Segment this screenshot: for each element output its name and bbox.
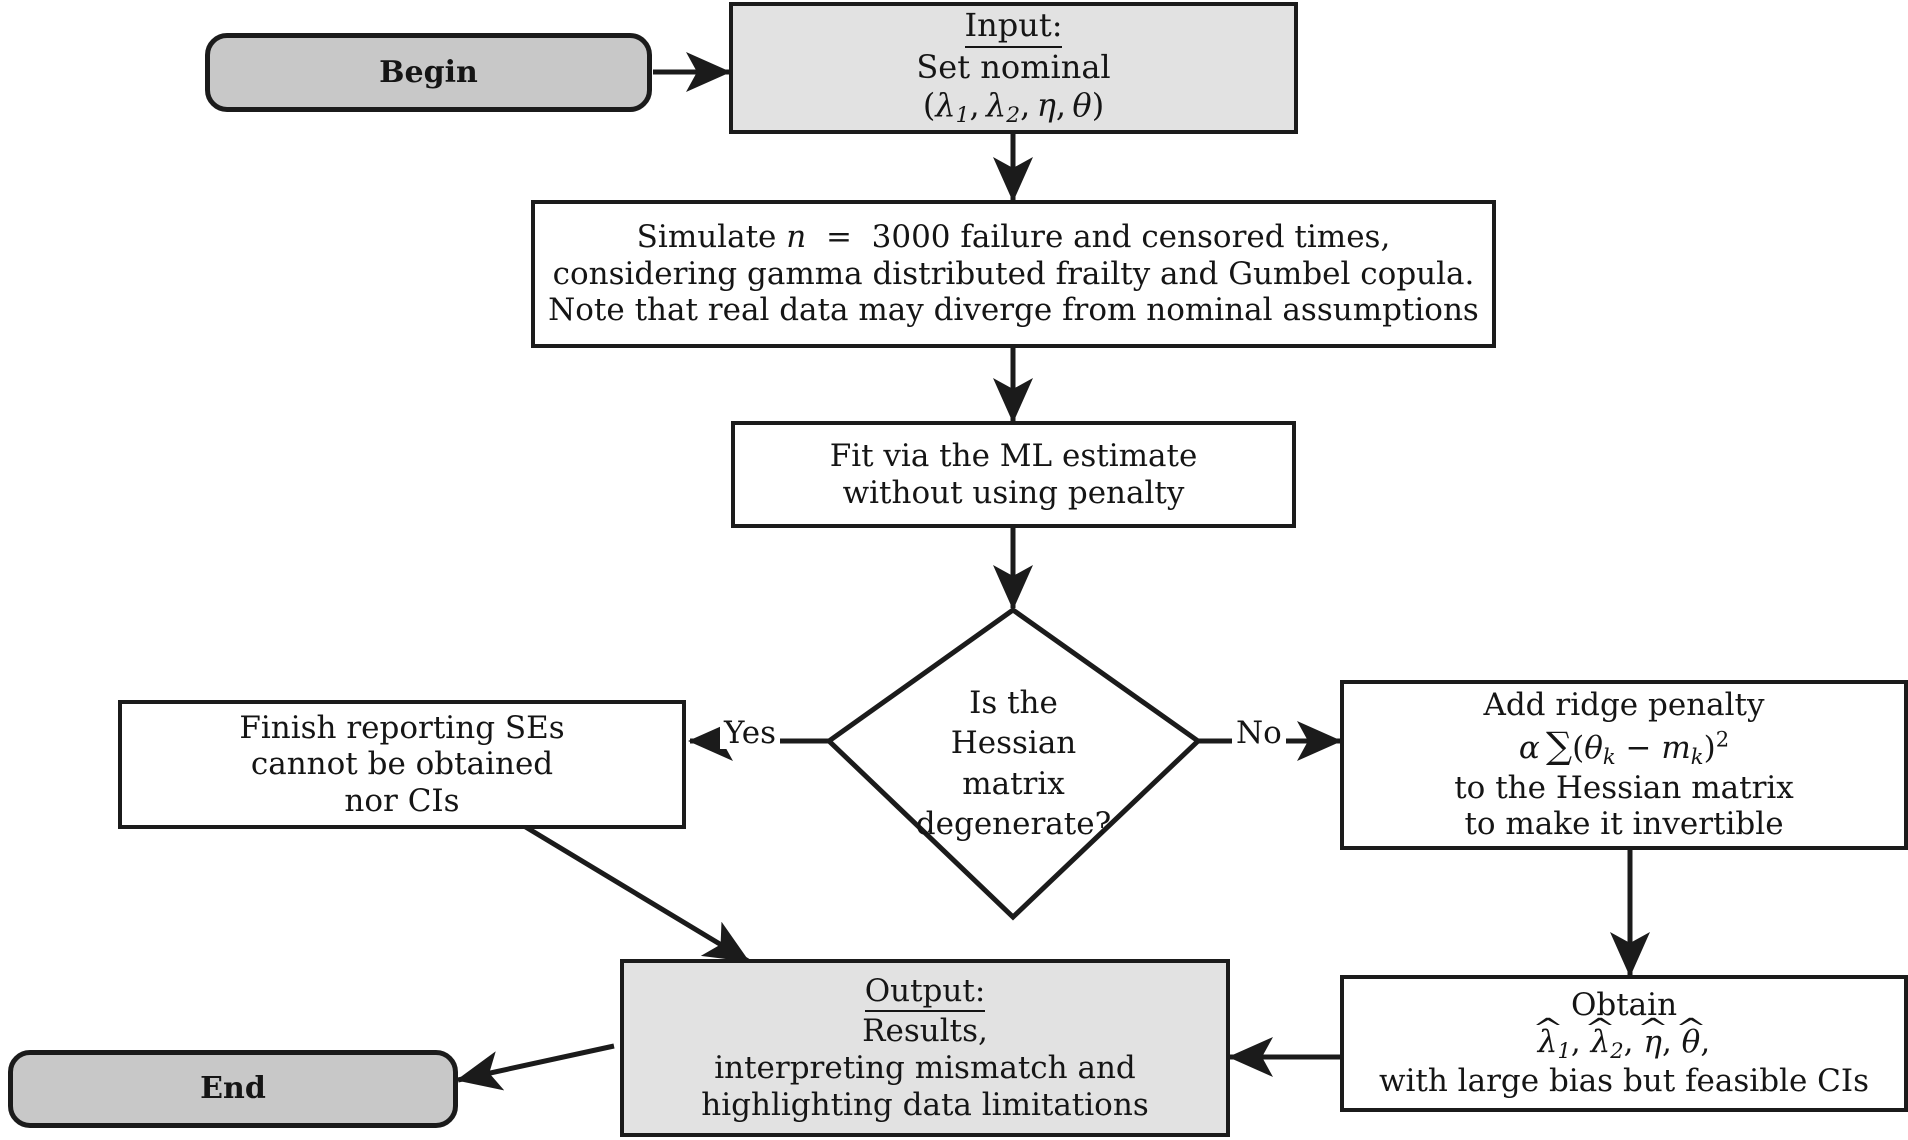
edge-finish-output [522,823,750,964]
node-fit-line2: without using penalty [842,474,1185,511]
node-input-params: (λ1, λ2, η, θ) [922,85,1105,128]
node-finish-line2: cannot be obtained [250,746,554,783]
node-ridge-line3: to the Hessian matrix [1454,769,1794,806]
edge-label-no: No [1232,718,1286,749]
decision-line4: degenerate? [915,805,1112,842]
decision-label: Is the Hessian matrix degenerate? [916,683,1111,844]
node-fit-line1: Fit via the ML estimate [829,437,1198,474]
decision-line1: Is the [969,684,1058,721]
node-fit[interactable]: Fit via the ML estimate without using pe… [731,421,1296,528]
node-simulate-line1: Simulate n = 3000 failure and censored t… [636,219,1391,256]
node-simulate-line3: Note that real data may diverge from nom… [548,292,1479,329]
node-ridge[interactable]: Add ridge penalty α ∑(θk − mk)2 to the H… [1340,680,1908,850]
node-ridge-line1: Add ridge penalty [1483,687,1765,724]
node-simulate[interactable]: Simulate n = 3000 failure and censored t… [531,200,1496,348]
edge-label-yes: Yes [720,718,781,749]
node-finish-line3: nor CIs [344,782,460,819]
node-output[interactable]: Output: Results, interpreting mismatch a… [620,959,1230,1137]
node-obtain-line3: with large bias but feasible CIs [1378,1063,1870,1100]
node-decision[interactable]: Is the Hessian matrix degenerate? [829,610,1198,917]
node-input[interactable]: Input: Set nominal (λ1, λ2, η, θ) [729,2,1298,134]
edge-output-end [456,1043,615,1091]
node-ridge-line4: to make it invertible [1464,806,1784,843]
node-end-label: End [200,1071,266,1107]
node-simulate-line2: considering gamma distributed frailty an… [552,255,1475,292]
node-output-line2: Results, [862,1013,988,1050]
node-ridge-formula: α ∑(θk − mk)2 [1518,723,1730,769]
node-obtain-estimates: ^λ1, ^λ2, ^η, ^θ, [1531,1013,1711,1063]
node-finish-line1: Finish reporting SEs [239,709,565,746]
node-input-heading: Input: [964,7,1063,49]
node-output-line3: interpreting mismatch and [714,1050,1136,1086]
node-obtain-line1: Obtain [1570,987,1678,1024]
decision-line3: matrix [962,765,1065,802]
node-finish[interactable]: Finish reporting SEs cannot be obtained … [118,700,686,829]
node-begin-label: Begin [379,54,478,90]
decision-line2: Hessian [950,725,1077,762]
node-output-heading: Output: [864,973,986,1013]
node-end[interactable]: End [8,1050,458,1128]
node-input-line2: Set nominal [916,48,1111,87]
node-obtain[interactable]: Obtain ^λ1, ^λ2, ^η, ^θ, with large bias… [1340,975,1908,1112]
node-output-line4: highlighting data limitations [701,1086,1149,1123]
node-begin[interactable]: Begin [205,33,652,112]
